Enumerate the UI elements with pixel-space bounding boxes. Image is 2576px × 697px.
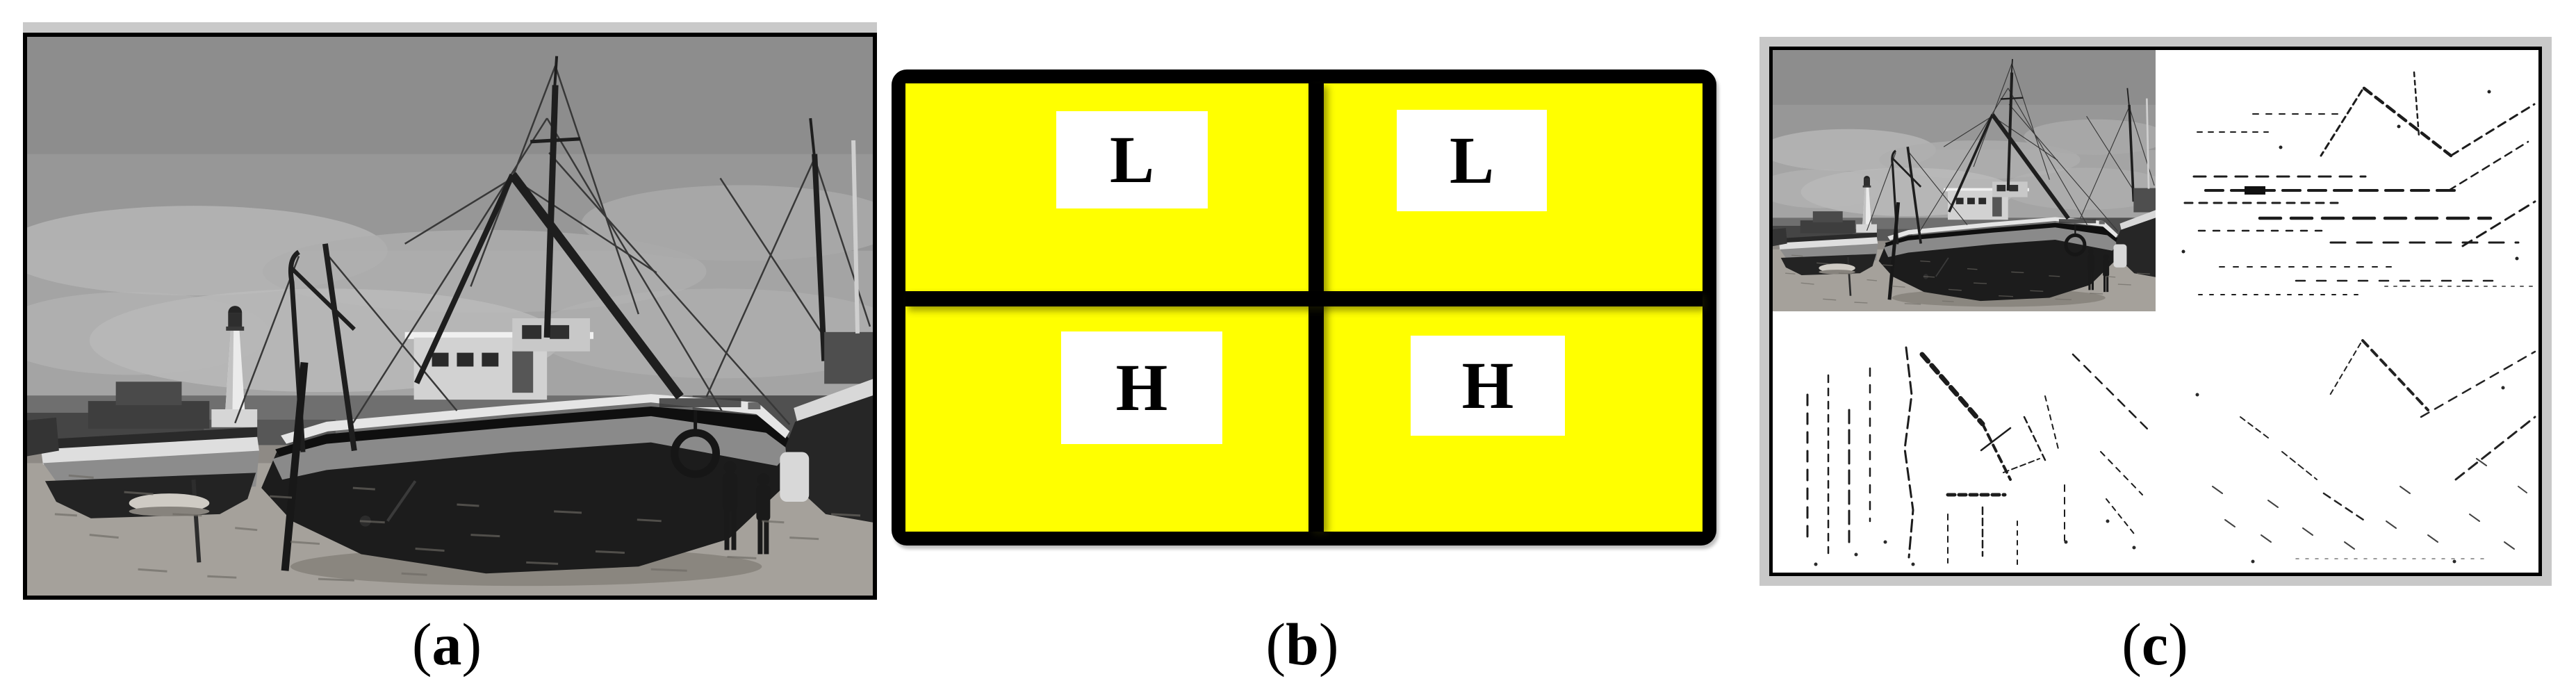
band-label-box-bottom-left: H [1061,331,1222,444]
caption-paren-open: ( [1265,611,1286,678]
band-label: H [1461,348,1514,423]
panel-a-original-image [23,22,877,600]
dwt-vertical-detail-image [1773,311,2156,573]
band-label: L [1449,123,1495,197]
caption-letter: b [1286,611,1319,678]
panel-c-image-frame [1769,47,2542,576]
caption-c: (c) [2122,614,2188,674]
band-grid [905,83,1703,532]
dwt-horizontal-detail-image [2156,50,2538,311]
panel-a-image-frame [23,33,877,600]
caption-paren-close: ) [1318,611,1339,678]
panel-b-band-diagram: L L H H [892,69,1716,546]
caption-a: (a) [412,614,482,674]
dwt-approximation-image [1773,50,2156,311]
caption-paren-close: ) [461,611,482,678]
caption-letter: c [2141,611,2169,678]
dwt-quadrants [1773,50,2538,573]
band-divider-vertical [1308,83,1324,532]
caption-paren-close: ) [2168,611,2188,678]
band-label-box-top-right: L [1397,110,1547,211]
band-label: L [1109,122,1155,197]
caption-b: (b) [1265,614,1338,674]
band-label-box-top-left: L [1056,111,1208,208]
caption-paren-open: ( [411,611,432,678]
band-label: H [1115,350,1168,425]
panel-c-dwt-decomposition [1759,37,2552,586]
band-divider-horizontal [905,291,1703,306]
boat-photo [27,37,873,596]
band-label-box-bottom-right: H [1411,336,1565,436]
dwt-diagonal-detail-image [2156,311,2538,573]
caption-letter: a [432,611,462,678]
caption-paren-open: ( [2122,611,2142,678]
